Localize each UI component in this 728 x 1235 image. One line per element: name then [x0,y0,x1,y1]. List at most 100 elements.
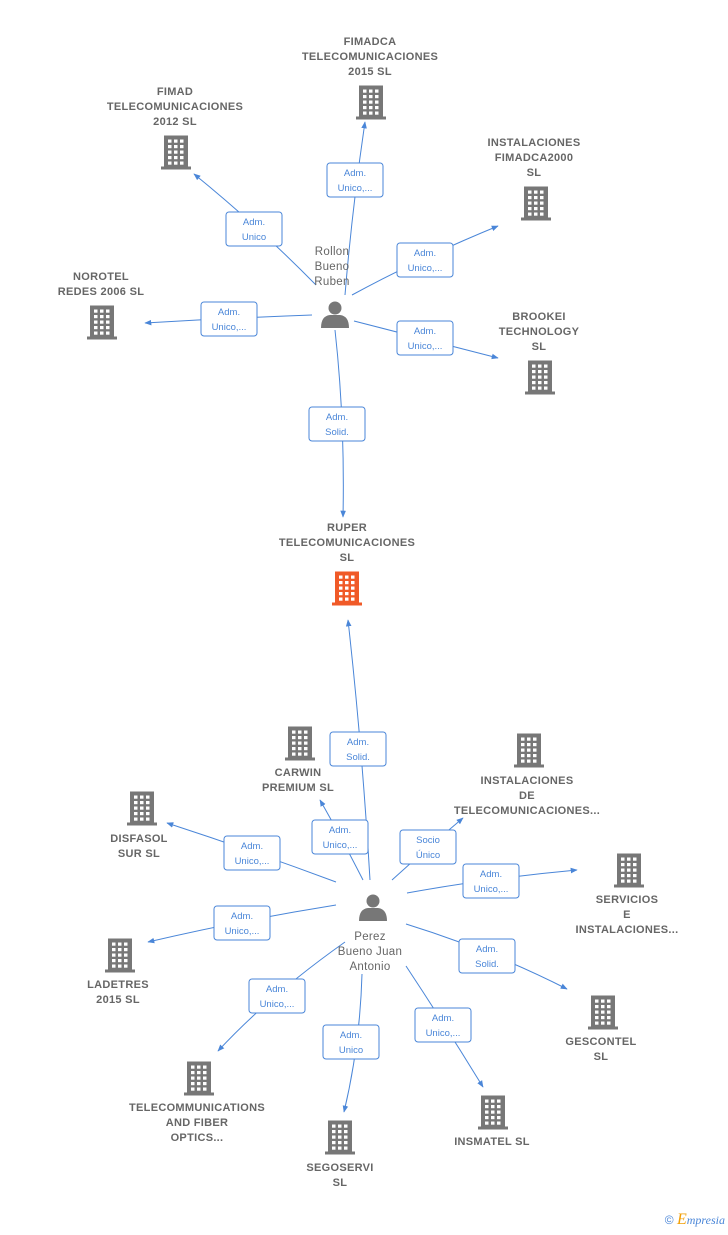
edge-label-box [399,829,457,865]
edge-role-text: Adm. [432,1013,454,1024]
edge-role-text: Unico [242,232,266,243]
building-icon [285,726,315,761]
edge-label-box [225,211,283,247]
rollon-label: Rollon [315,246,349,258]
building-icon [588,995,618,1030]
building-icon [161,135,191,170]
edge-role-text: Socio [416,835,440,846]
edge-label-perez-to-ladetres[interactable]: Adm.Unico,... [213,905,271,941]
ladetres-label: 2015 SL [96,994,140,1006]
instfimadca2000-label: SL [527,167,542,179]
segoservi-label: SL [333,1177,348,1189]
edge-role-text: Unico [339,1045,363,1056]
edge-label-perez-to-insmatel[interactable]: Adm.Unico,... [414,1007,472,1043]
brookei-label: BROOKEI [512,311,565,323]
norotel-label: REDES 2006 SL [58,286,144,298]
telecomfiber-label: OPTICS... [171,1132,224,1144]
edge-role-text: Unico,... [474,884,509,895]
building-icon [356,85,386,120]
fimadca2015-label: FIMADCA [344,36,397,48]
edge-label-perez-to-disfasol[interactable]: Adm.Unico,... [223,835,281,871]
edge-role-text: Adm. [480,869,502,880]
edge-label-perez-to-gescontel[interactable]: Adm.Solid. [458,938,516,974]
building-icon [87,305,117,340]
edge-label-perez-to-servicios[interactable]: Adm. Unico,... [462,863,520,899]
company-node-servicios[interactable]: SERVICIOSEINSTALACIONES... [576,853,679,937]
rollon-label: Ruben [314,276,349,288]
gescontel-label: GESCONTEL [565,1036,636,1048]
edge-label-rollon-to-fimad2012[interactable]: Adm. Unico [225,211,283,247]
telecomfiber-label: TELECOMMUNICATIONS [129,1102,265,1114]
edge-label-perez-to-segoservi[interactable]: Adm.Unico [322,1024,380,1060]
insttelecom-label: DE [519,790,535,802]
building-icon [325,1120,355,1155]
building-icon [521,186,551,221]
center-company-node[interactable]: RUPER TELECOMUNICACIONES SL [279,522,415,606]
instfimadca2000-label: FIMADCA2000 [495,152,574,164]
edge-role-text: Unico,... [212,322,247,333]
edge-role-text: Único [416,850,440,861]
building-icon [127,791,157,826]
insmatel-label: INSMATEL SL [454,1136,530,1148]
edge-label-box [213,905,271,941]
edge-label-rollon-to-ruper[interactable]: Adm.Solid. [308,406,366,442]
perez-label: Bueno Juan [338,946,402,958]
building-icon [478,1095,508,1130]
ladetres-label: LADETRES [87,979,149,991]
carwin-label: PREMIUM SL [262,782,334,794]
ruper-label: RUPER [327,522,367,534]
edge-label-perez-to-ruper[interactable]: Adm.Solid. [329,731,387,767]
edge-label-box [462,863,520,899]
edge-label-box [200,301,258,337]
edge-role-text: Adm. [231,911,253,922]
edge-label-box [396,242,454,278]
edge-label-perez-to-carwin[interactable]: Adm.Unico,... [311,819,369,855]
servicios-label: INSTALACIONES... [576,924,679,936]
edge-label-box [248,978,306,1014]
edge-label-box [329,731,387,767]
company-node-ladetres[interactable]: LADETRES 2015 SL [87,938,149,1007]
edge-label-rollon-to-brookei[interactable]: Adm.Unico,... [396,320,454,356]
servicios-label: SERVICIOS [596,894,658,906]
edge-role-text: Adm. [266,984,288,995]
ruper-label: SL [340,552,355,564]
fimadca2015-label: TELECOMUNICACIONES [302,51,438,63]
building-icon [332,571,362,606]
brookei-label: TECHNOLOGY [499,326,580,338]
empresia-logo: © Empresia [664,1211,725,1228]
edge-role-text: Adm. [414,248,436,259]
building-icon [514,733,544,768]
edge-role-text: Adm. [347,737,369,748]
copyright-icon: © [664,1213,674,1227]
edge-label-box [322,1024,380,1060]
fimad2012-label: FIMAD [157,86,193,98]
edge-label-rollon-to-norotel[interactable]: Adm.Unico,... [200,301,258,337]
building-icon [184,1061,214,1096]
edge-role-text: Solid. [475,959,499,970]
ruper-label: TELECOMUNICACIONES [279,537,415,549]
edge-role-text: Adm. [344,168,366,179]
edge-role-text: Solid. [325,427,349,438]
company-node-insmatel[interactable]: INSMATEL SL [454,1095,530,1149]
edge-label-box [458,938,516,974]
edge-label-perez-to-telecomfiber[interactable]: Adm.Unico,... [248,978,306,1014]
edge-label-rollon-to-fimadca2015[interactable]: Adm.Unico,... [326,162,384,198]
edge-role-text: Unico,... [323,840,358,851]
company-node-insttelecom[interactable]: INSTALACIONESDETELECOMUNICACIONES... [454,733,600,818]
edge-label-rollon-to-instfimadca2000[interactable]: Adm.Unico,... [396,242,454,278]
edge-role-text: Adm. [243,217,265,228]
